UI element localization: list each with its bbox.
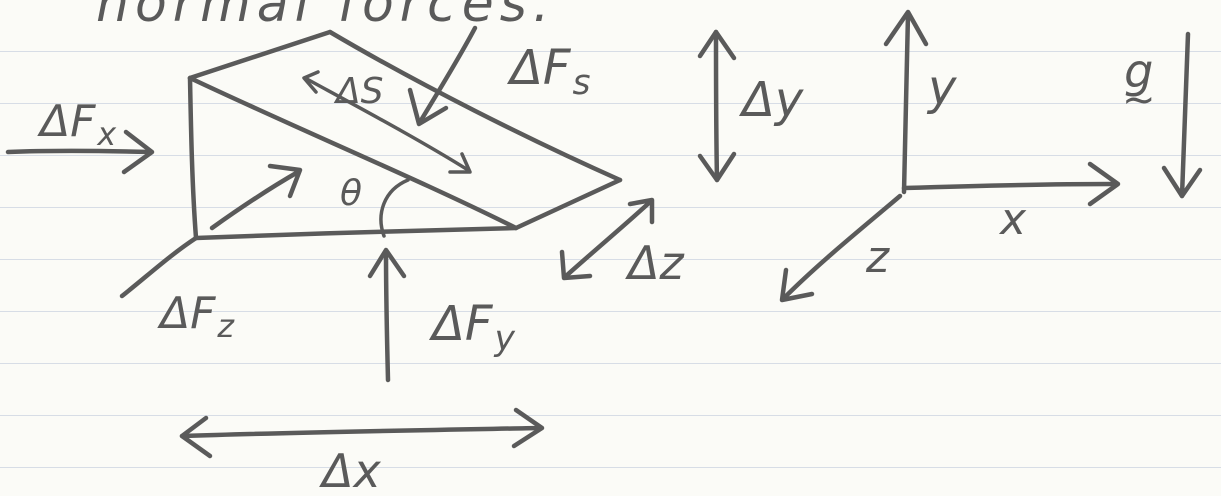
wedge-right-depth-edge bbox=[513, 177, 623, 231]
x-axis bbox=[901, 181, 1115, 191]
label-theta: θ bbox=[340, 173, 363, 214]
axis-label-x: x bbox=[1000, 194, 1027, 245]
delta-s-arrow bbox=[302, 70, 472, 174]
z-axis bbox=[781, 193, 903, 301]
label-delta-y: Δy bbox=[742, 72, 804, 128]
wedge-front-vertical-edge bbox=[187, 75, 199, 241]
force-y-arrow bbox=[367, 247, 407, 383]
wedge-bottom-edge bbox=[193, 225, 519, 241]
wedge-front-slant-edge bbox=[187, 75, 519, 231]
axis-label-y: y bbox=[928, 60, 957, 116]
force-x-arrow bbox=[5, 129, 155, 175]
label-delta-f-x: ΔFx bbox=[40, 96, 117, 153]
angle-arc bbox=[379, 178, 410, 238]
label-delta-f-z: ΔFz bbox=[160, 288, 235, 345]
delta-y-arrow bbox=[697, 29, 737, 183]
y-axis bbox=[901, 11, 911, 195]
axis-label-z: z bbox=[866, 232, 890, 283]
label-delta-z: Δz bbox=[628, 236, 684, 290]
delta-z-arrow bbox=[559, 197, 655, 281]
wedge-top-back-edge bbox=[187, 29, 333, 81]
delta-x-arrow bbox=[179, 407, 545, 459]
label-delta-f-s: ΔFs bbox=[510, 40, 591, 103]
label-delta-s: ΔS bbox=[336, 71, 384, 112]
gravity-arrow bbox=[1161, 31, 1203, 199]
coordinate-axes bbox=[779, 9, 1121, 303]
label-delta-x: Δx bbox=[322, 444, 381, 498]
gravity-vector-mark: ~ bbox=[1122, 77, 1156, 123]
force-z-arrow bbox=[209, 163, 303, 231]
heading-text: normal forces. bbox=[96, 0, 556, 34]
gravity-label: g ~ bbox=[1122, 44, 1156, 123]
label-delta-f-y: ΔFy bbox=[432, 296, 515, 359]
wedge-back-slant-edge bbox=[327, 29, 623, 183]
wedge-prism bbox=[119, 29, 623, 299]
wedge-bottom-left-extension bbox=[119, 235, 199, 299]
force-s-arrow bbox=[407, 25, 478, 127]
